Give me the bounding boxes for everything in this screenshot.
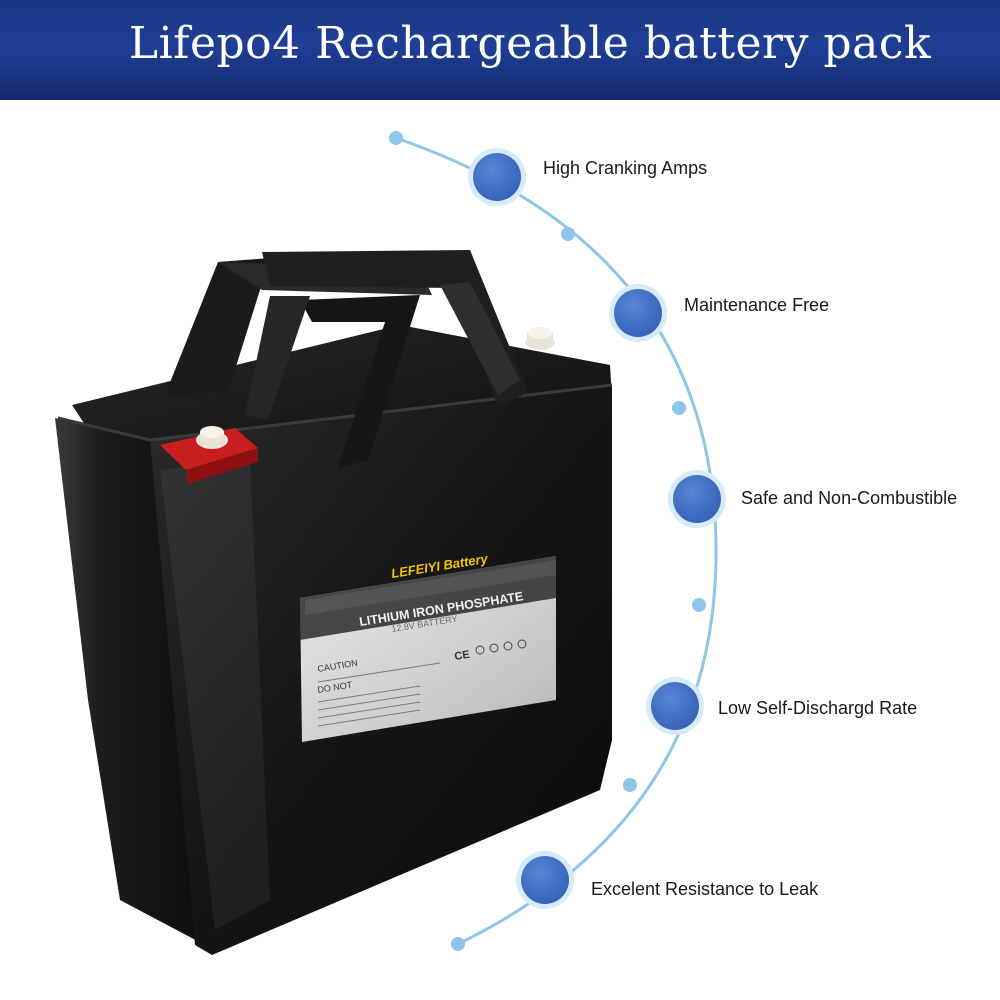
feature-node-4: [646, 677, 704, 735]
arc-dot: [692, 598, 706, 612]
feature-node-1: [468, 148, 526, 206]
arc-dot: [389, 131, 403, 145]
certification-icons: [475, 639, 527, 655]
battery-label: LEFEIYI Battery LITHIUM IRON PHOSPHATE 1…: [300, 551, 556, 742]
feature-node-5: [516, 851, 574, 909]
title-banner: Lifepo4 Rechargeable battery pack: [0, 0, 1000, 100]
negative-terminal: [525, 327, 555, 350]
feature-label-high-cranking-amps: High Cranking Amps: [543, 158, 708, 178]
carry-handle: [165, 250, 528, 468]
page-title: Lifepo4 Rechargeable battery pack: [128, 18, 932, 69]
battery-product: LEFEIYI Battery LITHIUM IRON PHOSPHATE 1…: [55, 250, 613, 955]
feature-label-maintenance-free: Maintenance Free: [684, 295, 830, 315]
feature-arc: [395, 136, 718, 946]
feature-nodes: [468, 148, 726, 909]
feature-node-3: [668, 470, 726, 528]
arc-dot: [672, 401, 686, 415]
arc-small-dots: [389, 131, 706, 951]
arc-dot: [561, 227, 575, 241]
arc-dot: [451, 937, 465, 951]
feature-label-safe-non-combustible: Safe and Non-Combustible: [741, 488, 958, 508]
fine-print-lines: [317, 662, 441, 727]
feature-label-low-self-discharge: Low Self-Dischargd Rate: [718, 698, 918, 718]
arc-dot: [623, 778, 637, 792]
feature-label-leak-resistance: Excelent Resistance to Leak: [591, 879, 819, 899]
positive-terminal: [160, 426, 258, 484]
feature-node-2: [609, 284, 667, 342]
ce-mark: CE: [454, 649, 471, 663]
